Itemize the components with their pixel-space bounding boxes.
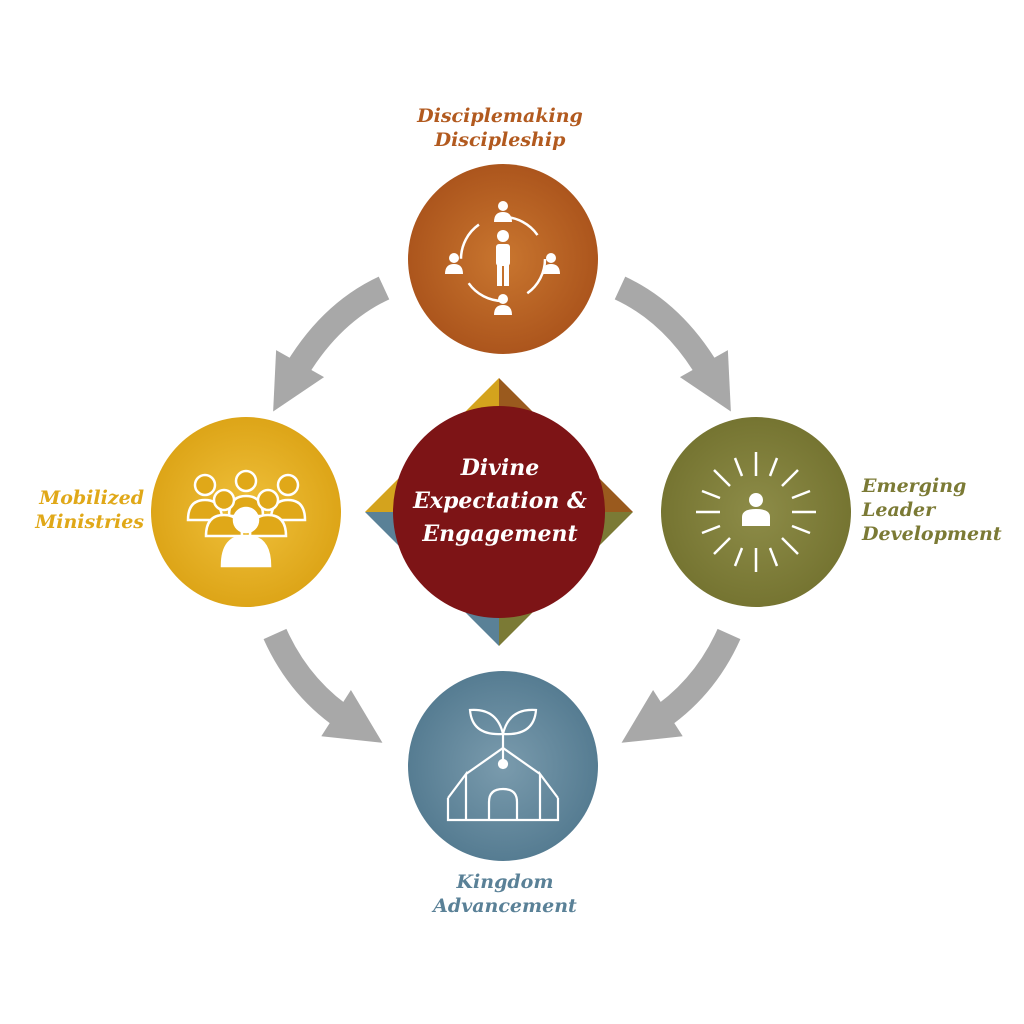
arrow-top-to-right (614, 276, 731, 412)
center-circle (393, 406, 605, 618)
label-disciplemaking-discipleship: Disciplemaking Discipleship (380, 104, 620, 152)
label-kingdom-advancement: Kingdom Advancement (400, 870, 610, 918)
arrow-left-to-bottom (263, 628, 383, 743)
label-mobilized-ministries: Mobilized Ministries (10, 486, 144, 534)
group-icon (186, 469, 307, 568)
disciple-cycle-icon (445, 201, 560, 315)
label-line: Emerging (862, 475, 967, 497)
label-emerging-leader-development: Emerging Leader Development (862, 474, 1022, 546)
center-title-line: Engagement (422, 521, 578, 547)
label-line: Advancement (433, 895, 577, 917)
label-line: Development (862, 523, 1002, 545)
arrow-top-to-left (273, 276, 390, 412)
label-line: Mobilized (39, 487, 144, 509)
label-line: Leader (862, 499, 936, 521)
label-line: Ministries (35, 511, 144, 533)
label-line: Disciplemaking (417, 105, 583, 127)
label-line: Kingdom (456, 871, 554, 893)
sprouting-church-icon (446, 708, 560, 822)
radiant-leader-icon (696, 452, 816, 572)
center-title: Divine Expectation & Engagement (400, 452, 600, 551)
label-line: Discipleship (434, 129, 566, 151)
center-title-line: Expectation & (413, 488, 587, 514)
center-title-line: Divine (460, 455, 540, 481)
arrow-right-to-bottom (621, 628, 741, 743)
